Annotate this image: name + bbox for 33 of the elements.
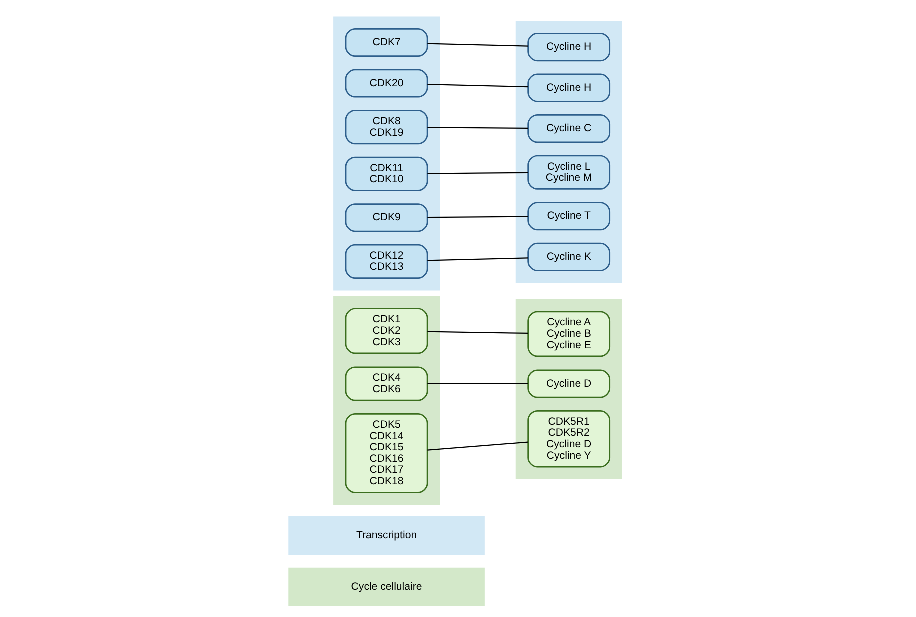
node-box: Cycline H: [527, 33, 610, 62]
node-box: CDK20: [344, 69, 428, 98]
node-box: Cycline H: [527, 74, 610, 102]
node-box: Cycline D: [527, 370, 610, 398]
node-box: Transcription: [288, 516, 484, 555]
node-box: CDK7: [344, 28, 428, 58]
node-box: CDK11 CDK10: [344, 156, 428, 192]
node-box: Cycline L Cycline M: [527, 155, 610, 190]
connector: [427, 383, 528, 385]
connector: [427, 442, 528, 451]
connector: [427, 43, 528, 47]
node-box: Cycline K: [527, 242, 610, 272]
node-box: Cycline C: [527, 114, 610, 144]
node-box: CDK1 CDK2 CDK3: [344, 308, 428, 354]
node-box: CDK8 CDK19: [344, 110, 428, 145]
node-box: Cycline T: [527, 202, 610, 231]
connector: [427, 331, 528, 334]
cluster: [333, 296, 440, 506]
connector: [427, 84, 528, 88]
node-box: Cycline A Cycline B Cycline E: [527, 311, 610, 358]
cluster: [515, 21, 622, 284]
connector: [427, 127, 528, 130]
cluster: [333, 16, 440, 291]
node-box: CDK9: [344, 204, 428, 232]
node-box: Cycle cellulaire: [288, 568, 484, 606]
node-box: CDK4 CDK6: [344, 366, 428, 402]
node-box: CDK5R1 CDK5R2 Cycline D Cycline Y: [527, 410, 610, 468]
node-box: CDK5 CDK14 CDK15 CDK16 CDK17 CDK18: [344, 414, 428, 494]
connector: [427, 172, 528, 174]
node-box: CDK12 CDK13: [344, 244, 428, 279]
connector: [427, 216, 528, 218]
cluster: [515, 299, 622, 480]
connector: [427, 258, 528, 262]
